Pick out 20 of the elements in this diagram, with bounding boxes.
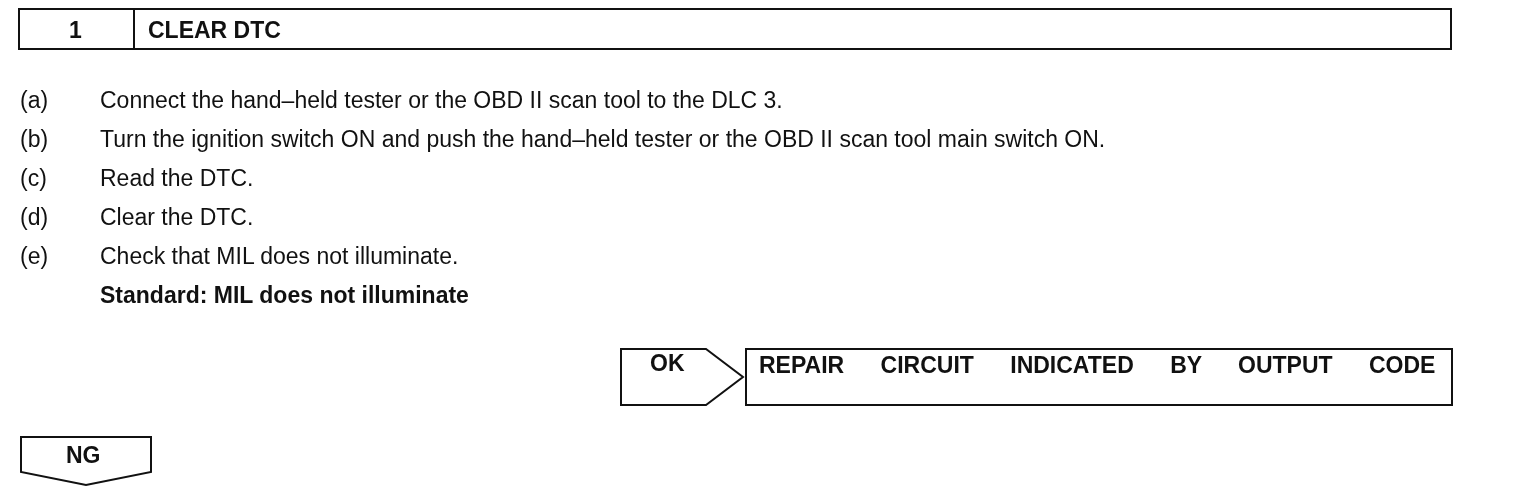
item-letter: (a) <box>20 87 49 114</box>
action-box <box>745 348 1453 406</box>
branch-label: OK <box>650 350 685 377</box>
action-text: REPAIR CIRCUIT INDICATED BY OUTPUT CODE <box>759 352 1437 378</box>
item-letter: (b) <box>20 126 49 153</box>
item-letter: (e) <box>20 243 49 270</box>
instruction-text: Check that MIL does not illuminate. <box>100 243 459 270</box>
item-letter: (d) <box>20 204 49 231</box>
ok-arrow-shape <box>620 348 744 406</box>
instruction-text: Clear the DTC. <box>100 204 254 231</box>
step-title: CLEAR DTC <box>148 17 281 44</box>
instruction-text: Connect the hand–held tester or the OBD II scan tool to the DLC 3. <box>100 87 783 114</box>
instruction-text: Turn the ignition switch ON and push the hand–held tester or the OBD II scan tool main switch ON. <box>100 126 1106 153</box>
branch-label: NG <box>66 442 101 469</box>
ng-arrow-shape <box>20 436 152 486</box>
instruction-text: Read the DTC. <box>100 165 254 192</box>
step-header-box <box>18 8 1452 50</box>
item-letter: (c) <box>20 165 47 192</box>
step-number: 1 <box>69 17 82 44</box>
standard-note: Standard: MIL does not illuminate <box>100 282 469 309</box>
